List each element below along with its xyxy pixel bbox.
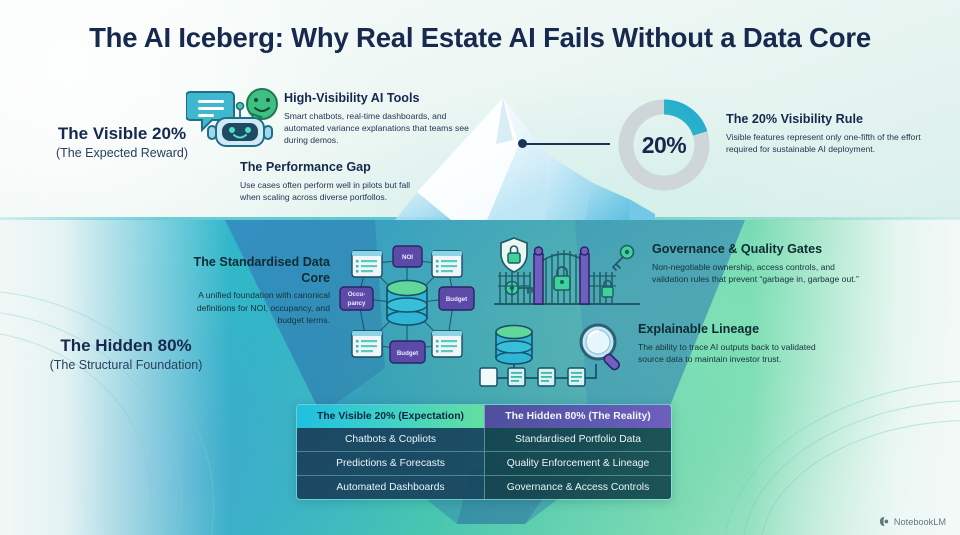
table-row: Predictions & Forecasts Quality Enforcem…	[297, 451, 671, 475]
hidden-section-label: The Hidden 80% (The Structural Foundatio…	[18, 336, 234, 372]
graph-node-noi: NOI	[392, 245, 423, 268]
callout-body: A unified foundation with canonical defi…	[196, 290, 330, 325]
callout-explainable-lineage: Explainable Lineage The ability to trace…	[638, 322, 834, 365]
database-stack-icon	[495, 324, 533, 365]
callout-standardised-data-core: The Standardised Data Core A unified fou…	[178, 255, 330, 326]
table-cell-hidden: Standardised Portfolio Data	[484, 428, 671, 451]
padlock-icon-center	[553, 266, 571, 291]
data-lineage-icon	[479, 323, 621, 387]
lineage-doc-3	[537, 367, 556, 387]
callout-title: The 20% Visibility Rule	[726, 112, 863, 126]
callout-title: High-Visibility AI Tools	[284, 91, 420, 105]
table-header-hidden: The Hidden 80% (The Reality)	[484, 405, 671, 428]
comparison-table: The Visible 20% (Expectation) The Hidden…	[296, 404, 672, 500]
iceberg-tip	[395, 98, 655, 220]
graph-node-occupancy-label-a: Occu-	[348, 291, 366, 298]
callout-governance-quality-gates: Governance & Quality Gates Non-negotiabl…	[652, 242, 870, 285]
callout-20-percent-visibility-rule: The 20% Visibility Rule Visible features…	[726, 112, 922, 155]
table-cell-hidden: Governance & Access Controls	[484, 475, 671, 499]
callout-body: Non-negotiable ownership, access control…	[652, 261, 859, 284]
leader-line	[522, 143, 610, 145]
callout-title: Explainable Lineage	[638, 322, 760, 336]
graph-node-budget-bottom: Budget	[389, 340, 426, 364]
table-cell-visible: Chatbots & Copliots	[297, 428, 484, 451]
table-cell-hidden: Quality Enforcement & Lineage	[484, 451, 671, 475]
table-row: Automated Dashboards Governance & Access…	[297, 475, 671, 499]
shield-lock-icon	[500, 237, 528, 273]
document-node-top-right	[431, 250, 463, 278]
table-row: Chatbots & Copliots Standardised Portfol…	[297, 428, 671, 451]
table-header-visible: The Visible 20% (Expectation)	[297, 405, 484, 428]
table-header-row: The Visible 20% (Expectation) The Hidden…	[297, 405, 671, 428]
table-cell-visible: Predictions & Forecasts	[297, 451, 484, 475]
water-right-fade	[750, 219, 960, 535]
callout-body: The ability to trace AI outputs back to …	[638, 341, 816, 364]
governance-gate-icon	[494, 237, 640, 305]
callout-body: Smart chatbots, real-time dashboards, an…	[284, 110, 469, 145]
donut-percentage-label: 20%	[641, 131, 687, 158]
chatbot-icon	[186, 88, 278, 147]
page-title: The AI Iceberg: Why Real Estate AI Fails…	[89, 22, 871, 53]
magnifier-icon	[579, 323, 621, 371]
visible-section-label: The Visible 20% (The Expected Reward)	[22, 124, 222, 160]
notebooklm-watermark: NotebookLM	[879, 516, 946, 527]
water-left-fade	[0, 219, 230, 535]
callout-high-visibility-ai-tools: High-Visibility AI Tools Smart chatbots,…	[284, 91, 480, 146]
document-node-top-left	[351, 250, 383, 278]
graph-node-occupancy: Occu- pancy	[339, 286, 374, 311]
graph-node-occupancy-label-b: pancy	[348, 300, 366, 307]
callout-title: Governance & Quality Gates	[652, 242, 823, 256]
padlock-icon-small	[601, 279, 614, 298]
callout-body: Visible features represent only one-fift…	[726, 131, 921, 154]
lineage-doc-1	[479, 367, 498, 387]
data-core-network-diagram: NOI Occu- pancy Budget Budget	[339, 245, 475, 364]
watermark-label: NotebookLM	[893, 516, 946, 527]
graph-node-budget-right-label: Budget	[446, 296, 467, 303]
callout-body: Use cases often perform well in pilots b…	[240, 179, 411, 202]
graph-node-budget-bottom-label: Budget	[397, 350, 418, 357]
visible-heading: The Visible 20%	[57, 124, 187, 143]
table-cell-visible: Automated Dashboards	[297, 475, 484, 499]
notebooklm-logo-icon	[879, 516, 889, 527]
lineage-doc-2	[507, 367, 526, 387]
donut-svg	[618, 99, 710, 191]
visibility-donut-chart: 20%	[612, 93, 716, 197]
central-database-icon	[386, 279, 428, 326]
callout-performance-gap: The Performance Gap Use cases often perf…	[240, 160, 418, 203]
leader-line-dot	[518, 139, 527, 148]
smiley-icon	[246, 88, 278, 120]
key-icon-right	[612, 244, 635, 271]
document-node-bottom-right	[431, 330, 463, 358]
visible-subheading: (The Expected Reward)	[55, 146, 188, 160]
graph-node-noi-label: NOI	[402, 254, 413, 261]
document-node-bottom-left	[351, 330, 383, 358]
callout-title: The Standardised Data Core	[193, 255, 330, 285]
callout-title: The Performance Gap	[240, 160, 371, 174]
hidden-heading: The Hidden 80%	[60, 336, 192, 355]
graph-node-budget-right: Budget	[438, 286, 475, 311]
lineage-doc-4	[567, 367, 586, 387]
hidden-subheading: (The Structural Foundation)	[49, 358, 203, 372]
